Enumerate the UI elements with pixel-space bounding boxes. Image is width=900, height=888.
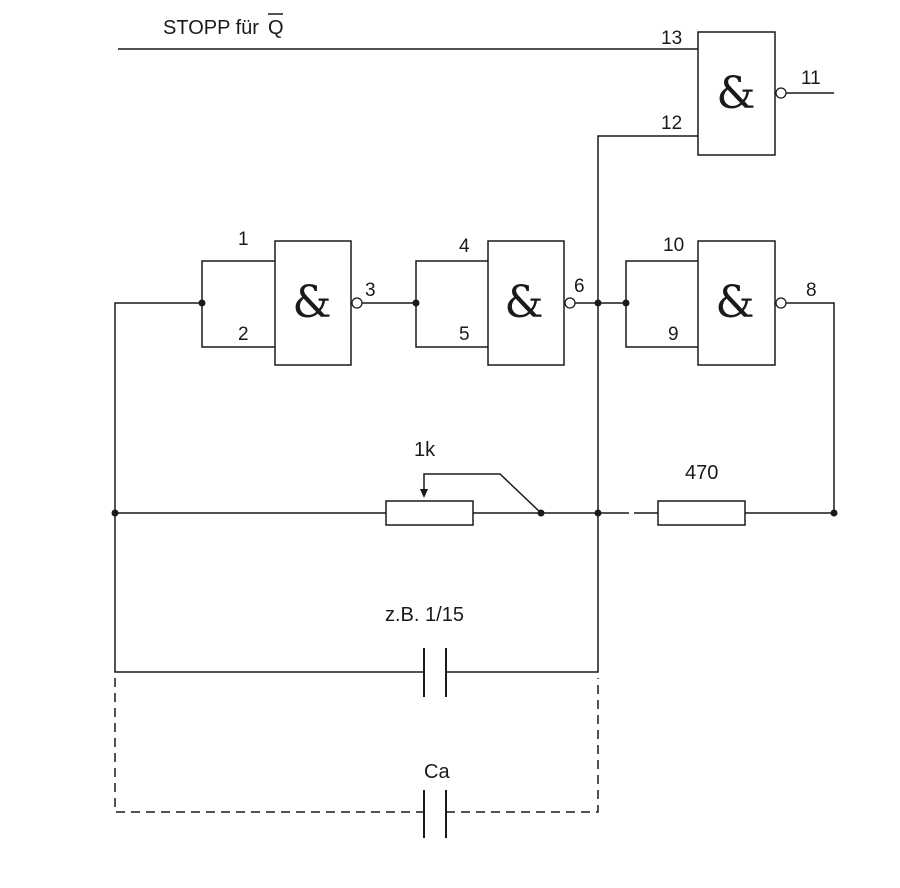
junction-dot bbox=[594, 509, 602, 517]
capacitor-label: z.B. 1/15 bbox=[385, 604, 464, 626]
cap-right-wire bbox=[446, 513, 599, 673]
gate-3-symbol: & bbox=[715, 277, 754, 328]
stop-label: STOPP für bbox=[163, 17, 259, 39]
resistor-label: 470 bbox=[685, 462, 718, 484]
pin-5-label: 5 bbox=[459, 324, 470, 345]
gate-2 bbox=[487, 240, 565, 366]
junction-dot bbox=[830, 509, 838, 517]
pin-11-label: 11 bbox=[801, 68, 821, 89]
pin-6-label: 6 bbox=[574, 276, 585, 297]
pot-wiper-wire bbox=[423, 473, 542, 514]
cap-extra-right-wire bbox=[446, 678, 599, 813]
gate-3-inverter-bubble bbox=[775, 297, 787, 309]
pot-wiper-arrow bbox=[420, 489, 428, 498]
pin-9-label: 9 bbox=[668, 324, 679, 345]
junction-dot bbox=[111, 509, 119, 517]
gate-1-input-wire bbox=[114, 302, 202, 513]
junction-dot bbox=[537, 509, 545, 517]
cap-left-wire bbox=[114, 513, 424, 673]
capacitor-extra-label: Ca bbox=[424, 761, 450, 783]
junction-dot bbox=[622, 299, 630, 307]
gate-1-symbol: & bbox=[292, 277, 331, 328]
pin-8-label: 8 bbox=[806, 280, 817, 301]
gate-1-inverter-bubble bbox=[351, 297, 363, 309]
gate-4-inverter-bubble bbox=[775, 87, 787, 99]
gate-3-input-bridge bbox=[625, 260, 698, 348]
gate-4-symbol: & bbox=[716, 68, 755, 119]
gate-2-symbol: & bbox=[504, 277, 543, 328]
resistor-470 bbox=[657, 500, 746, 526]
pin-12-label: 12 bbox=[661, 113, 682, 134]
pin-10-label: 10 bbox=[663, 235, 684, 256]
feedback-wire-12 bbox=[597, 135, 698, 513]
potentiometer bbox=[385, 500, 474, 526]
pin-3-label: 3 bbox=[365, 280, 376, 301]
gate-2-inverter-bubble bbox=[564, 297, 576, 309]
gate-1 bbox=[274, 240, 352, 366]
pin-4-label: 4 bbox=[459, 236, 470, 257]
junction-dot bbox=[594, 299, 602, 307]
gate-2-input-bridge bbox=[415, 260, 488, 348]
gate-4 bbox=[697, 31, 776, 156]
pin-1-label: 1 bbox=[238, 229, 249, 250]
gate-3 bbox=[697, 240, 776, 366]
junction-dot bbox=[198, 299, 206, 307]
cap-extra-left-wire bbox=[114, 678, 424, 813]
pin-13-label: 13 bbox=[661, 28, 682, 49]
stop-q-label: Q bbox=[268, 17, 284, 39]
pin-2-label: 2 bbox=[238, 324, 249, 345]
wire-8-to-resistor bbox=[786, 302, 835, 513]
junction-dot bbox=[412, 299, 420, 307]
pot-label: 1k bbox=[414, 439, 436, 461]
